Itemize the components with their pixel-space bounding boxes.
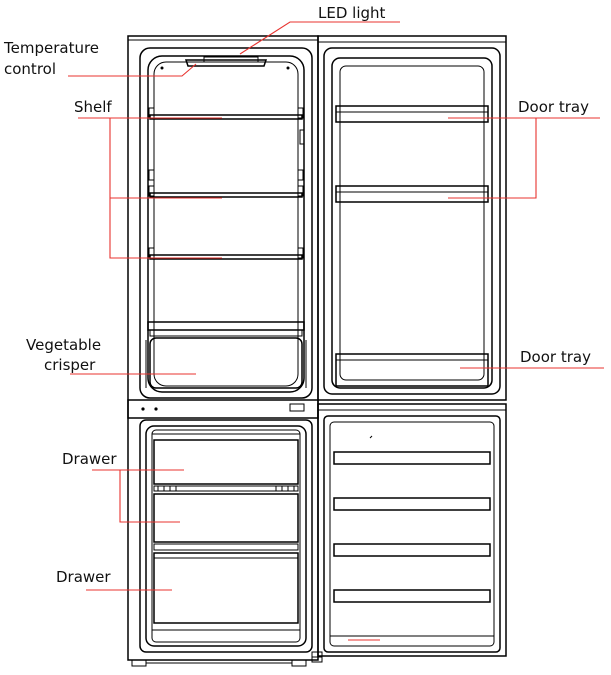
- fridge-door-liner: [331, 57, 493, 389]
- label-temperature-control-line2: control: [4, 60, 56, 78]
- foot-left: [131, 659, 147, 667]
- leader-lines: [68, 21, 604, 641]
- bottom-hinge: [311, 651, 323, 663]
- shelf-1: [149, 114, 303, 120]
- shelf-3: [149, 254, 303, 260]
- freezer-liner-back: [151, 429, 301, 643]
- freezer-drawer-2: [153, 493, 299, 543]
- freezer-liner-inner: [145, 425, 307, 647]
- label-temperature-control-line1: Temperature: [3, 39, 99, 57]
- fridge-door-panel: [339, 65, 485, 381]
- label-drawer-upper: Drawer: [62, 450, 117, 468]
- fridge-liner-outer: [139, 47, 313, 399]
- fridge-door-inner: [323, 47, 501, 395]
- freezer-door-inner: [323, 415, 501, 653]
- led-light-panel: [203, 56, 259, 63]
- fridge-liner-screw-left: [160, 66, 164, 70]
- leader-door-tray-upper-2: [448, 118, 537, 199]
- freezer-drawer-1: [153, 439, 299, 485]
- label-led-light: LED light: [318, 4, 386, 22]
- freezer-drawer-2-base: [153, 543, 299, 551]
- freezer-door-outer: [317, 403, 507, 657]
- label-drawer-lower: Drawer: [56, 568, 111, 586]
- cabinet-outline: [127, 35, 319, 661]
- freezer-door-rail-1: [333, 451, 491, 465]
- foot-right: [291, 659, 307, 667]
- door-tray-1: [335, 105, 489, 123]
- fridge-door-outer: [317, 35, 507, 401]
- freezer-drawer-3: [153, 552, 299, 624]
- crisper-cover-lip: [149, 329, 303, 337]
- freezer-door-rail-3: [333, 543, 491, 557]
- leader-drawer-upper: [92, 469, 180, 523]
- door-tray-2: [335, 185, 489, 203]
- freezer-door-panel: [329, 421, 495, 647]
- drawer-1-grille: [153, 485, 299, 492]
- door-tray-3: [335, 353, 489, 387]
- leader-led-light: [239, 21, 400, 55]
- leader-temperature-control: [68, 63, 197, 77]
- crisper-cover: [147, 321, 305, 331]
- freezer-door-mark: [369, 435, 373, 439]
- label-shelf: Shelf: [74, 98, 112, 116]
- shelf-2: [149, 192, 303, 198]
- freezer-door: [317, 403, 507, 657]
- divider-screw-left: [141, 407, 145, 411]
- freezer-compartment: [139, 419, 313, 653]
- fridge-door: [317, 35, 507, 401]
- labels: LED light Temperature control Shelf Vege…: [3, 4, 591, 586]
- leader-shelf: [78, 117, 222, 259]
- fridge-compartment: [139, 47, 313, 399]
- divider-latch: [289, 403, 305, 412]
- refrigerator-body: [127, 35, 319, 667]
- label-vegetable-crisper-line2: crisper: [44, 356, 96, 374]
- divider-screw-mid: [154, 407, 158, 411]
- freezer-liner-outer: [139, 419, 313, 653]
- shelf-supports: [148, 107, 305, 259]
- freezer-door-rail-4: [333, 589, 491, 603]
- fridge-liner-inner: [147, 55, 305, 393]
- label-vegetable-crisper-line1: Vegetable: [26, 336, 101, 354]
- freezer-door-rail-2: [333, 497, 491, 511]
- vegetable-crisper-drawer: [149, 337, 303, 389]
- temperature-control-housing: [184, 59, 268, 67]
- label-door-tray-upper: Door tray: [518, 98, 589, 116]
- fridge-liner-screw-right: [286, 66, 290, 70]
- label-door-tray-lower: Door tray: [520, 348, 591, 366]
